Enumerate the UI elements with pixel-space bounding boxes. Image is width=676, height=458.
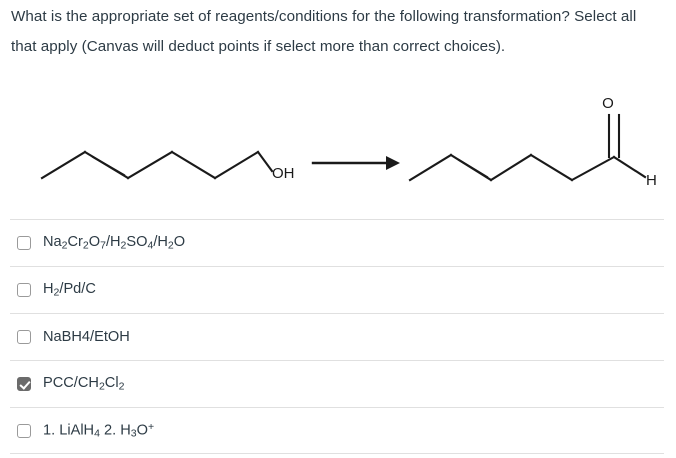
reaction-scheme: OH O H — [0, 90, 676, 208]
product-skeleton — [408, 113, 647, 182]
answer-option-row[interactable]: NaBH4/EtOH — [10, 313, 664, 360]
answer-option-row[interactable]: 1. LiAlH4 2. H3O+ — [10, 407, 664, 454]
product-oxygen-label: O — [602, 95, 614, 112]
sodium-borohydride-ethanol-label: NaBH4/EtOH — [43, 328, 130, 345]
answer-option-row[interactable]: Na2Cr2O7/H2SO4/H2O — [10, 219, 664, 266]
checkbox-unchecked-icon[interactable] — [17, 423, 31, 438]
lithium-aluminium-hydride-then-hydronium-label: 1. LiAlH4 2. H3O+ — [43, 420, 155, 440]
sodium-dichromate-sulfuric-acid-water-label: Na2Cr2O7/H2SO4/H2O — [43, 234, 186, 252]
checkbox-unchecked-icon[interactable] — [17, 236, 31, 250]
reaction-arrow-head — [386, 156, 400, 170]
answer-options-list: Na2Cr2O7/H2SO4/H2O H2/Pd/C NaBH4/EtOH PCC/C… — [10, 219, 664, 454]
product-hydrogen-label: H — [646, 172, 657, 189]
answer-option-row[interactable]: PCC/CH2Cl2 — [10, 360, 664, 407]
reactant-oh-label: OH — [272, 165, 295, 182]
reactant-skeleton — [40, 150, 274, 180]
question-prompt: What is the appropriate set of reagents/… — [11, 8, 637, 55]
checkbox-unchecked-icon[interactable] — [17, 283, 31, 297]
checkbox-checked-icon[interactable] — [17, 377, 31, 391]
pcc-dichloromethane-label: PCC/CH2Cl2 — [43, 375, 125, 393]
checkbox-unchecked-icon[interactable] — [17, 330, 31, 344]
hydrogen-palladium-carbon-label: H2/Pd/C — [43, 281, 96, 299]
answer-option-row[interactable]: H2/Pd/C — [10, 266, 664, 313]
